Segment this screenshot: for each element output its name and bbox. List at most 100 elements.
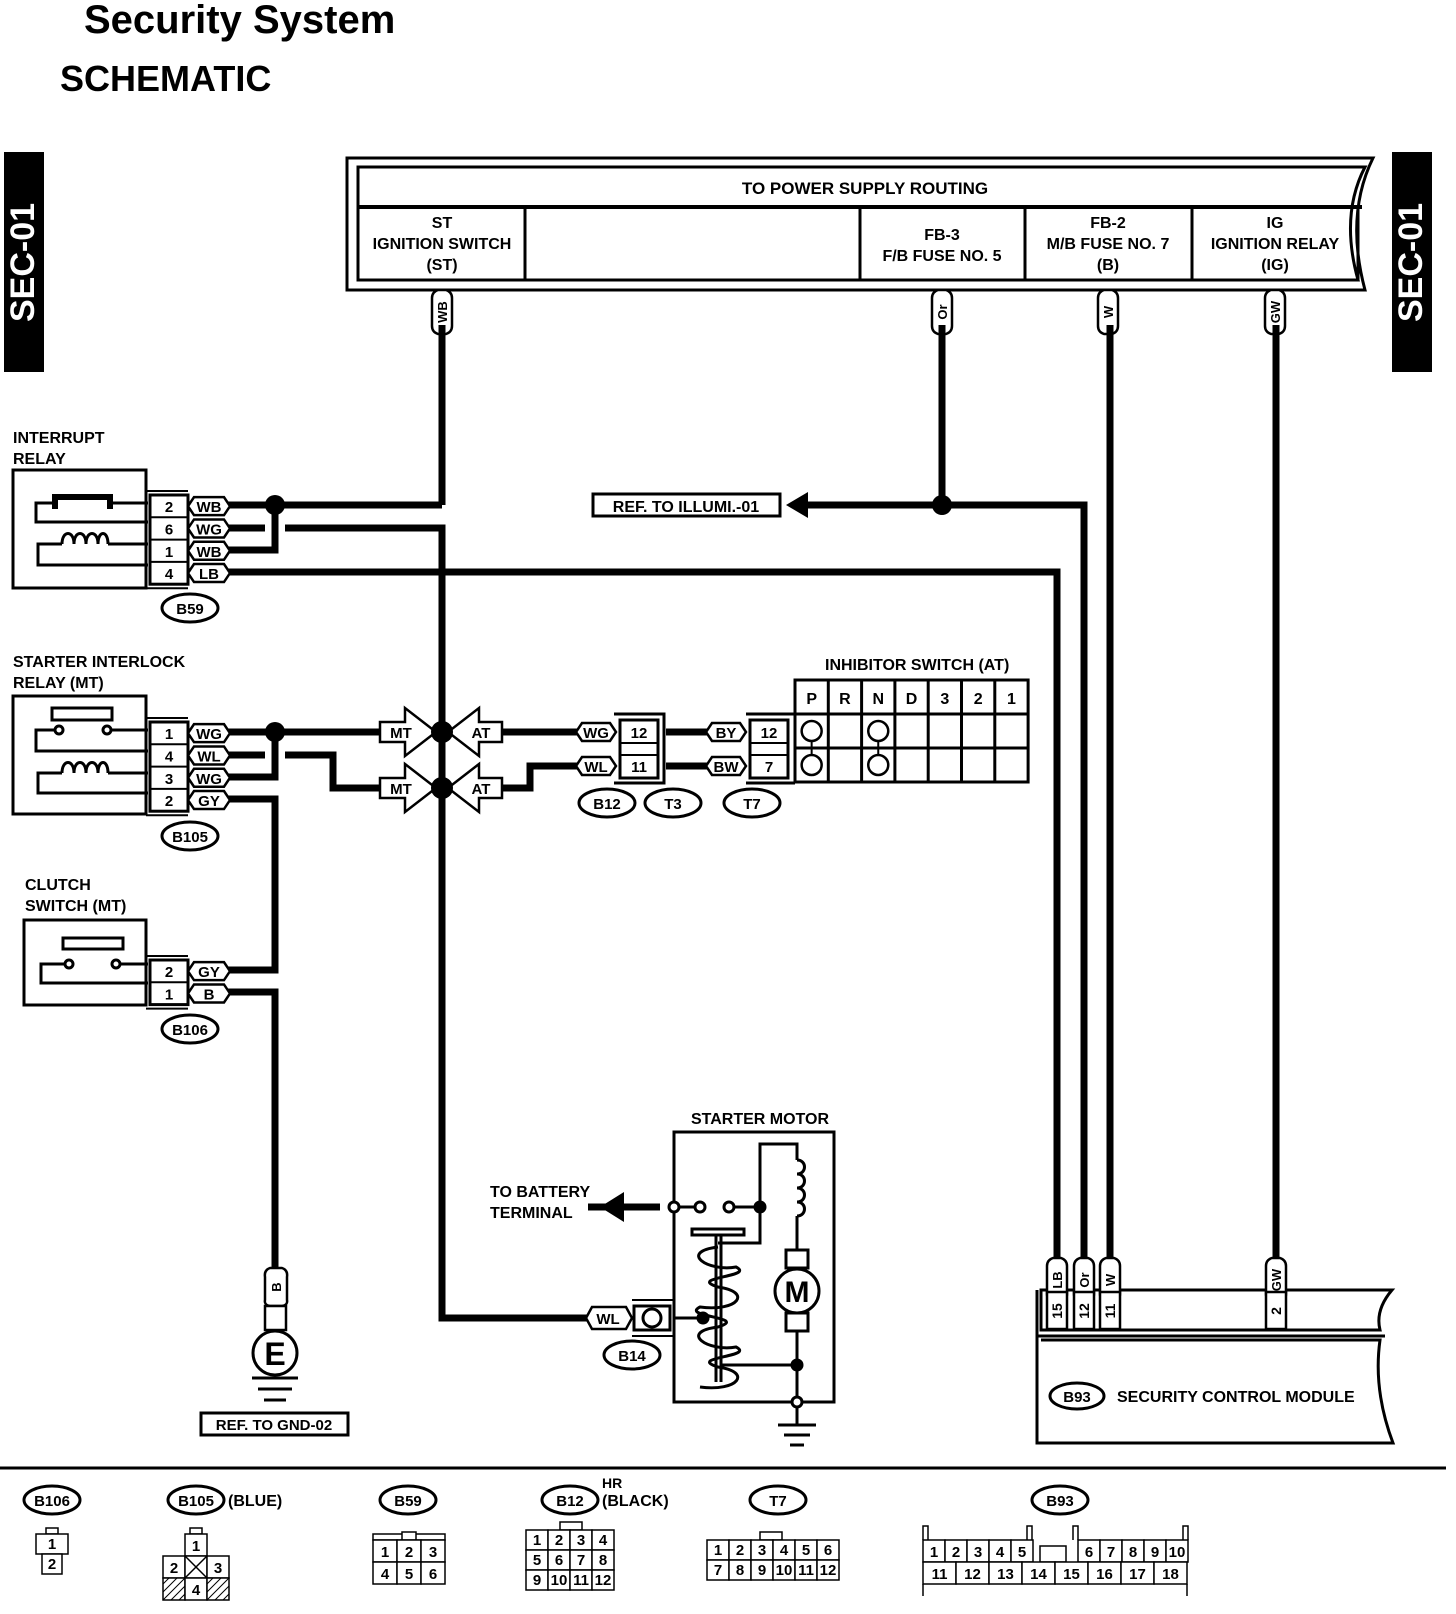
pin-cell: 12 <box>964 1566 981 1583</box>
battery-label-2: TERMINAL <box>490 1205 573 1222</box>
wire-color-label: GY <box>198 964 220 981</box>
pin-cell: 3 <box>214 1560 222 1577</box>
pin-cell: 4 <box>780 1542 789 1559</box>
power-cell-text: IGNITION SWITCH <box>373 236 512 253</box>
t7-id[interactable]: T7 <box>743 796 761 813</box>
view-b59-id[interactable]: B59 <box>394 1493 422 1510</box>
scm-pin-number: 12 <box>1076 1303 1092 1319</box>
b59-oval <box>160 592 220 624</box>
pin-cell: 2 <box>555 1532 563 1549</box>
b105-oval <box>160 820 220 852</box>
wire-color-label: WG <box>196 521 222 538</box>
gear-position-3: 3 <box>940 691 949 708</box>
power-cell-text: IGNITION RELAY <box>1211 236 1340 253</box>
view-b106-oval <box>22 1484 82 1516</box>
pin-number: 2 <box>165 793 173 810</box>
wire-b105-3 <box>220 732 279 781</box>
wire-color-tag <box>186 745 232 766</box>
connector-note: (BLUE) <box>228 1493 282 1510</box>
ref-illumi-label[interactable]: REF. TO ILLUMI.-01 <box>613 499 759 516</box>
pin-cell: 2 <box>952 1544 960 1561</box>
wire-color-tag <box>704 721 748 743</box>
gear-position-n: N <box>872 691 884 708</box>
power-cell-text: (IG) <box>1261 257 1289 274</box>
b14-connector: WL B14 <box>584 1299 674 1371</box>
power-cell-text: FB-2 <box>1090 215 1126 232</box>
t3-oval <box>643 787 703 819</box>
section-tab-right: SEC-01 <box>1392 152 1432 372</box>
ref-illumi-box[interactable] <box>591 492 782 518</box>
wire-color-label: WL <box>584 759 607 776</box>
wire-or-module <box>942 501 1088 1258</box>
wire-color-tag <box>186 767 232 788</box>
b59-id[interactable]: B59 <box>176 601 204 618</box>
pin-cell: 7 <box>577 1552 585 1569</box>
pin-cell: 1 <box>930 1544 938 1561</box>
b93-connector-id[interactable]: B93 <box>1063 1389 1091 1406</box>
pin-cell: 8 <box>599 1552 607 1569</box>
ref-gnd-label[interactable]: REF. TO GND-02 <box>216 1417 332 1434</box>
pin-number: 1 <box>165 986 173 1003</box>
arrow-left-icon <box>786 492 808 518</box>
wire-color-label: WG <box>583 725 609 742</box>
pin-number: 1 <box>165 726 173 743</box>
view-b106-id[interactable]: B106 <box>34 1493 70 1510</box>
power-wire-tag-gw: GW <box>1263 288 1287 336</box>
gear-position-2: 2 <box>974 691 983 708</box>
ground-wire-label: B <box>269 1282 284 1291</box>
pin-cell: 18 <box>1162 1566 1179 1583</box>
pin-cell: 17 <box>1129 1566 1146 1583</box>
wire-color-tag <box>574 721 618 743</box>
pin-cell: 9 <box>1151 1544 1159 1561</box>
ref-gnd-box[interactable] <box>199 1411 350 1437</box>
view-b105-id[interactable]: B105 <box>178 1493 214 1510</box>
scm-pin-number: 2 <box>1268 1307 1284 1315</box>
at-label: AT <box>472 781 491 798</box>
mt-arrow-icon <box>378 705 439 759</box>
view-b12-oval <box>540 1484 600 1516</box>
wire-color-tag <box>186 540 232 561</box>
wire-color-label: Or <box>935 304 950 319</box>
scm-label: SECURITY CONTROL MODULE <box>1117 1389 1355 1406</box>
b12-oval <box>577 787 637 819</box>
wire-color-label: Or <box>1077 1272 1092 1287</box>
power-cell-text: IG <box>1267 215 1284 232</box>
pin-number: 1 <box>165 544 173 561</box>
pin-cell: 12 <box>820 1562 837 1579</box>
wire-color-label: BY <box>716 725 737 742</box>
pin-cell: 7 <box>1107 1544 1115 1561</box>
wire-color-tag <box>186 960 232 982</box>
motor-m-symbol: M <box>785 1276 810 1309</box>
t3-id[interactable]: T3 <box>664 796 682 813</box>
view-b12-id[interactable]: B12 <box>556 1493 584 1510</box>
b106-id[interactable]: B106 <box>172 1022 208 1039</box>
pin-cell: 16 <box>1096 1566 1113 1583</box>
ground-e-symbol: E <box>264 1336 285 1372</box>
pin-cell: 2 <box>170 1560 178 1577</box>
b105-id[interactable]: B105 <box>172 829 208 846</box>
ground-symbol: B E <box>251 1266 299 1402</box>
pin-cell: 10 <box>1169 1544 1186 1561</box>
pin-cell: 10 <box>776 1562 793 1579</box>
pin-number: 2 <box>165 964 173 981</box>
view-b93-oval <box>1030 1484 1090 1516</box>
pin-cell: 1 <box>192 1538 200 1555</box>
view-b93-id[interactable]: B93 <box>1046 1493 1074 1510</box>
mt-label: MT <box>390 781 412 798</box>
pin-cell: 10 <box>551 1572 568 1589</box>
scm-pin-number: 11 <box>1102 1303 1118 1318</box>
pin-number: 12 <box>761 725 778 742</box>
view-t7-id[interactable]: T7 <box>769 1493 787 1510</box>
wire-color-tag <box>574 755 618 777</box>
b14-connector-id[interactable]: B14 <box>618 1348 646 1365</box>
b12-id[interactable]: B12 <box>593 796 621 813</box>
pin-cell: 11 <box>932 1566 948 1583</box>
wire-color-label: W <box>1103 1273 1118 1286</box>
pin-number: 12 <box>631 725 648 742</box>
b106-oval <box>160 1013 220 1045</box>
wire-at-wl <box>502 762 578 792</box>
